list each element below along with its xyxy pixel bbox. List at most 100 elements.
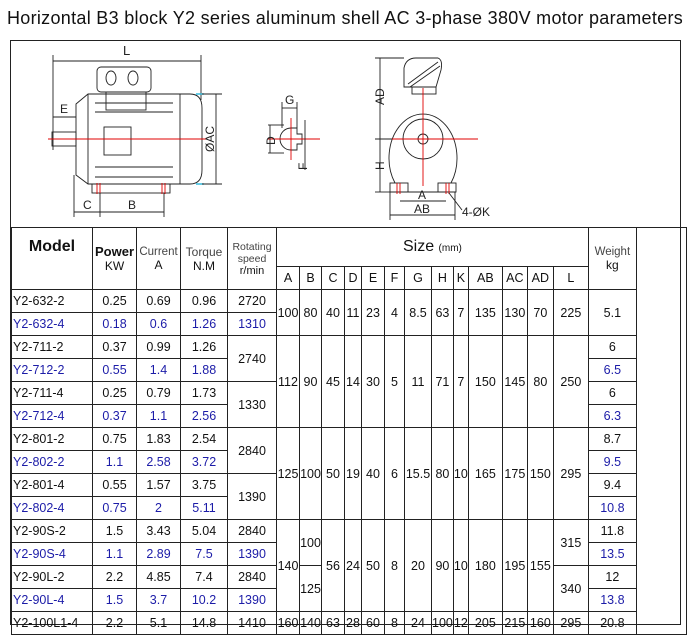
size-d-cell: 28 (344, 611, 362, 635)
torque-cell: 1.26 (180, 335, 228, 359)
speed-cell: 1390 (227, 588, 277, 612)
dim-label-G: G (285, 93, 294, 107)
header-model: Model (11, 227, 93, 290)
size-ac-cell: 195 (501, 519, 528, 612)
header-size-a: A (276, 266, 300, 290)
size-f-cell: 5 (384, 335, 405, 428)
speed-cell: 2840 (227, 519, 277, 543)
torque-cell: 14.8 (180, 611, 228, 635)
dim-label-C: C (83, 198, 92, 212)
dim-label-D: D (264, 136, 278, 145)
current-cell: 2 (136, 496, 181, 520)
size-h-cell: 100 (431, 611, 454, 635)
power-cell: 0.37 (92, 404, 137, 428)
torque-cell: 7.5 (180, 542, 228, 566)
size-ad-cell: 150 (526, 427, 554, 520)
power-cell: 0.25 (92, 289, 137, 313)
current-cell: 4.85 (136, 565, 181, 589)
blank-column (635, 227, 687, 635)
size-k-cell: 10 (452, 519, 469, 612)
size-a-cell: 125 (276, 427, 300, 520)
header-size-c: C (321, 266, 345, 290)
weight-cell: 6 (587, 335, 637, 359)
torque-cell: 5.11 (180, 496, 228, 520)
size-ac-cell: 175 (501, 427, 528, 520)
weight-cell: 20.8 (587, 611, 637, 635)
weight-cell: 8.7 (587, 427, 637, 451)
power-cell: 0.18 (92, 312, 137, 336)
size-f-cell: 6 (384, 427, 405, 520)
model-cell: Y2-90L-4 (11, 588, 93, 612)
size-c-cell: 40 (321, 289, 345, 336)
size-ab-cell: 150 (467, 335, 503, 428)
torque-cell: 3.75 (180, 473, 228, 497)
power-cell: 2.2 (92, 611, 137, 635)
model-cell: Y2-712-4 (11, 404, 93, 428)
size-a-cell: 160 (276, 611, 300, 635)
size-l-cell: 340 (552, 565, 589, 612)
size-k-cell: 7 (452, 289, 469, 336)
current-cell: 0.99 (136, 335, 181, 359)
model-cell: Y2-802-2 (11, 450, 93, 474)
size-c-cell: 63 (321, 611, 345, 635)
speed-cell: 1410 (227, 611, 277, 635)
weight-cell: 5.1 (587, 289, 637, 336)
power-cell: 0.75 (92, 496, 137, 520)
size-k-cell: 10 (452, 427, 469, 520)
weight-cell: 12 (587, 565, 637, 589)
model-cell: Y2-711-4 (11, 381, 93, 405)
header-size-ab: AB (467, 266, 503, 290)
model-cell: Y2-801-4 (11, 473, 93, 497)
size-g-cell: 20 (404, 519, 432, 612)
torque-cell: 0.96 (180, 289, 228, 313)
current-cell: 0.79 (136, 381, 181, 405)
size-f-cell: 8 (384, 519, 405, 612)
header-size-g: G (404, 266, 432, 290)
weight-cell: 9.4 (587, 473, 637, 497)
torque-cell: 1.88 (180, 358, 228, 382)
power-cell: 0.25 (92, 381, 137, 405)
size-l-cell: 315 (552, 519, 589, 566)
dim-label-L: L (123, 43, 130, 58)
current-cell: 1.57 (136, 473, 181, 497)
size-e-cell: 30 (361, 335, 385, 428)
header-size-ad: AD (526, 266, 554, 290)
size-c-cell: 56 (321, 519, 345, 612)
current-cell: 3.7 (136, 588, 181, 612)
size-b-cell: 100 (299, 427, 322, 520)
current-cell: 5.1 (136, 611, 181, 635)
size-f-cell: 8 (384, 611, 405, 635)
size-b-cell: 140 (299, 611, 322, 635)
size-a-cell: 140 (276, 519, 300, 612)
weight-cell: 13.8 (587, 588, 637, 612)
size-h-cell: 80 (431, 427, 454, 520)
dim-label-F: F (296, 163, 310, 170)
torque-cell: 3.72 (180, 450, 228, 474)
current-cell: 0.69 (136, 289, 181, 313)
torque-cell: 1.26 (180, 312, 228, 336)
size-f-cell: 4 (384, 289, 405, 336)
speed-cell: 2840 (227, 565, 277, 589)
dim-label-K: 4-ØK (462, 205, 490, 219)
torque-cell: 2.56 (180, 404, 228, 428)
model-cell: Y2-632-2 (11, 289, 93, 313)
size-g-cell: 8.5 (404, 289, 432, 336)
power-cell: 2.2 (92, 565, 137, 589)
size-g-cell: 11 (404, 335, 432, 428)
torque-cell: 1.73 (180, 381, 228, 405)
weight-cell: 10.8 (587, 496, 637, 520)
size-ac-cell: 215 (501, 611, 528, 635)
size-ab-cell: 180 (467, 519, 503, 612)
size-a-cell: 112 (276, 335, 300, 428)
size-d-cell: 24 (344, 519, 362, 612)
header-size-ac: AC (501, 266, 528, 290)
weight-cell: 9.5 (587, 450, 637, 474)
size-ad-cell: 160 (526, 611, 554, 635)
